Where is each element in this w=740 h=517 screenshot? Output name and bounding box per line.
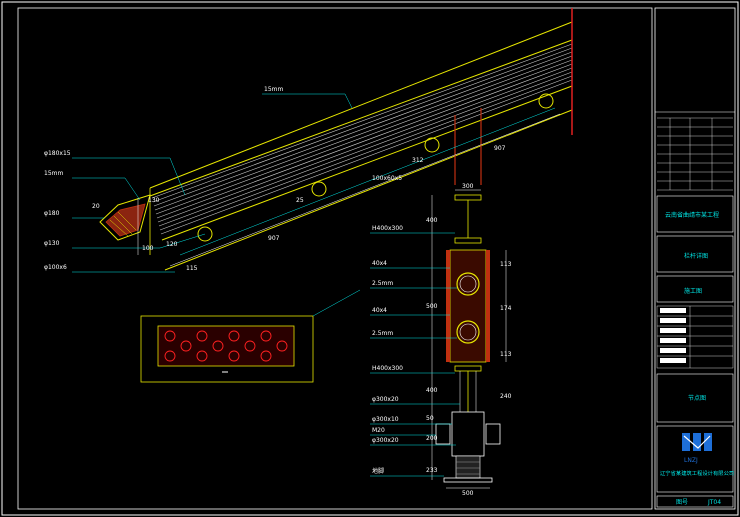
dim-v-174: 174 <box>500 305 512 312</box>
rail-tube-circle <box>197 226 213 242</box>
dim-rail-907-upper: 907 <box>494 145 506 152</box>
dim-post-500: 500 <box>462 490 474 497</box>
label-flat-40x4-bot: 40x4 <box>372 307 387 314</box>
label-h400-bot: H400x300 <box>372 365 403 372</box>
dim-rail-25: 25 <box>296 197 304 204</box>
label-sheet-25mm-bot: 2.5mm <box>372 330 393 337</box>
drawing-no-label: 图号 <box>676 499 688 506</box>
rail-tube-circle <box>424 137 440 153</box>
sloped-handrail <box>149 8 573 271</box>
company-logo-icon <box>682 433 712 451</box>
post-annotations: H400x300 40x4 2.5mm 40x4 2.5mm H400x300 … <box>370 225 460 477</box>
dim-100: 100 <box>142 245 154 252</box>
dim-v-50: 50 <box>426 415 434 422</box>
dim-rail-907-lower: 907 <box>268 235 280 242</box>
label-anchor: 地脚 <box>372 467 384 475</box>
label-bolt-m20: M20 <box>372 427 385 434</box>
label-pipe-mid: φ130 <box>44 240 60 247</box>
dim-v-200: 200 <box>426 435 438 442</box>
label-pipe-top: φ180x15 <box>44 150 71 157</box>
dim-130: 130 <box>148 197 160 204</box>
dim-20: 20 <box>92 203 100 210</box>
label-rail-100x60x5: 100x60x5 <box>372 175 402 182</box>
post-column-section <box>431 189 507 489</box>
dim-v-400-top: 400 <box>426 217 438 224</box>
dim-120: 120 <box>166 241 178 248</box>
decorative-panel-detail <box>140 289 361 383</box>
rail-annotations: 15mm 907 907 25 312 100x60x5 <box>262 86 506 242</box>
label-tube-300x20-a: φ300x20 <box>372 396 399 403</box>
company-name: 辽宁省某建筑工程设计有限公司 <box>660 469 734 477</box>
rail-end-elbow <box>99 188 151 255</box>
detail-label: 节点图 <box>688 394 706 402</box>
dim-post-300: 300 <box>462 183 474 190</box>
rail-tube-circle <box>538 93 554 109</box>
rail-tube-circle <box>311 181 327 197</box>
label-tube-300x20-b: φ300x20 <box>372 437 399 444</box>
drawing-no: JT04 <box>707 499 721 506</box>
dim-v-113-top: 113 <box>500 261 512 268</box>
title-block: 云南省曲靖市某工程 栏杆详图 施工图 节点图 LNZJ 辽宁省某建筑工程设计有限… <box>654 7 736 510</box>
post-dimensions: 300 500 400 113 174 113 500 400 240 50 2… <box>426 183 512 497</box>
dim-rail-312: 312 <box>412 157 424 164</box>
project-name: 云南省曲靖市某工程 <box>665 211 719 219</box>
label-h400-top: H400x300 <box>372 225 403 232</box>
dim-v-113-bot: 113 <box>500 351 512 358</box>
dim-v-240: 240 <box>500 393 512 400</box>
dim-v-400-bot: 400 <box>426 387 438 394</box>
dim-v-233: 233 <box>426 467 438 474</box>
label-elbow: φ180 <box>44 210 60 217</box>
drawing-stage: 施工图 <box>684 287 702 295</box>
dim-115: 115 <box>186 265 198 272</box>
drawing-name: 栏杆详图 <box>684 252 708 260</box>
label-cap-15mm: 15mm <box>44 170 63 177</box>
dim-v-500: 500 <box>426 303 438 310</box>
label-flat-40x4-top: 40x4 <box>372 260 387 267</box>
drawing-frame-inner <box>17 7 653 510</box>
logo-text: LNZJ <box>684 457 698 464</box>
label-rail-15mm: 15mm <box>264 86 283 93</box>
label-pipe-bottom: φ100x6 <box>44 264 67 271</box>
label-plate-300x10: φ300x10 <box>372 416 399 423</box>
label-sheet-25mm-top: 2.5mm <box>372 280 393 287</box>
left-annotations: φ180x15 15mm φ180 φ130 φ100x6 20 130 100… <box>44 150 206 273</box>
